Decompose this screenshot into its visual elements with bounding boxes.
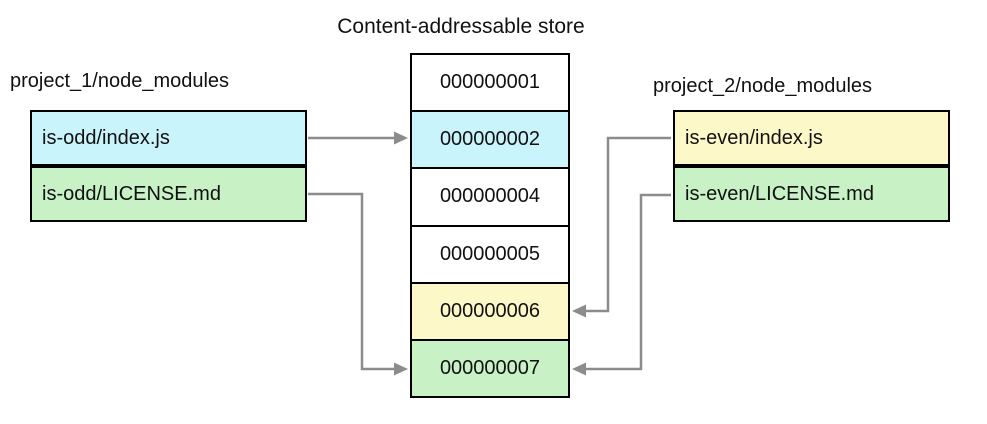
- arrow-line: [308, 192, 394, 371]
- diagram-title: Content-addressable store: [337, 15, 585, 38]
- arrowhead-left-icon: [572, 362, 586, 376]
- arrow-is-even-license-to-000000007: [572, 193, 671, 376]
- arrow-is-odd-index-to-000000002: [308, 131, 408, 145]
- project-2-label: project_2/node_modules: [653, 75, 873, 97]
- project-1-label: project_1/node_modules: [10, 70, 230, 92]
- file-box-is-odd-license: is-odd/LICENSE.md: [30, 166, 307, 222]
- file-box-is-even-index: is-even/index.js: [673, 110, 950, 166]
- arrowhead-left-icon: [572, 304, 586, 318]
- arrowhead-right-icon: [394, 362, 408, 376]
- arrow-is-even-index-to-000000006: [572, 136, 671, 318]
- arrow-line: [586, 136, 671, 313]
- store-cell-000000005: 000000005: [412, 226, 568, 284]
- file-box-is-even-license: is-even/LICENSE.md: [673, 166, 950, 222]
- store-cell-000000007: 000000007: [412, 340, 568, 397]
- store-cell-000000004: 000000004: [412, 169, 568, 227]
- arrowhead-right-icon: [394, 131, 408, 145]
- store-cell-000000002: 000000002: [412, 112, 568, 170]
- arrow-line: [586, 193, 671, 371]
- file-box-is-odd-index: is-odd/index.js: [30, 110, 307, 166]
- store-cell-000000001: 000000001: [412, 55, 568, 113]
- arrow-is-odd-license-to-000000007: [308, 192, 408, 376]
- store-column: 000000001 000000002 000000004 000000005 …: [410, 53, 570, 398]
- store-cell-000000006: 000000006: [412, 283, 568, 341]
